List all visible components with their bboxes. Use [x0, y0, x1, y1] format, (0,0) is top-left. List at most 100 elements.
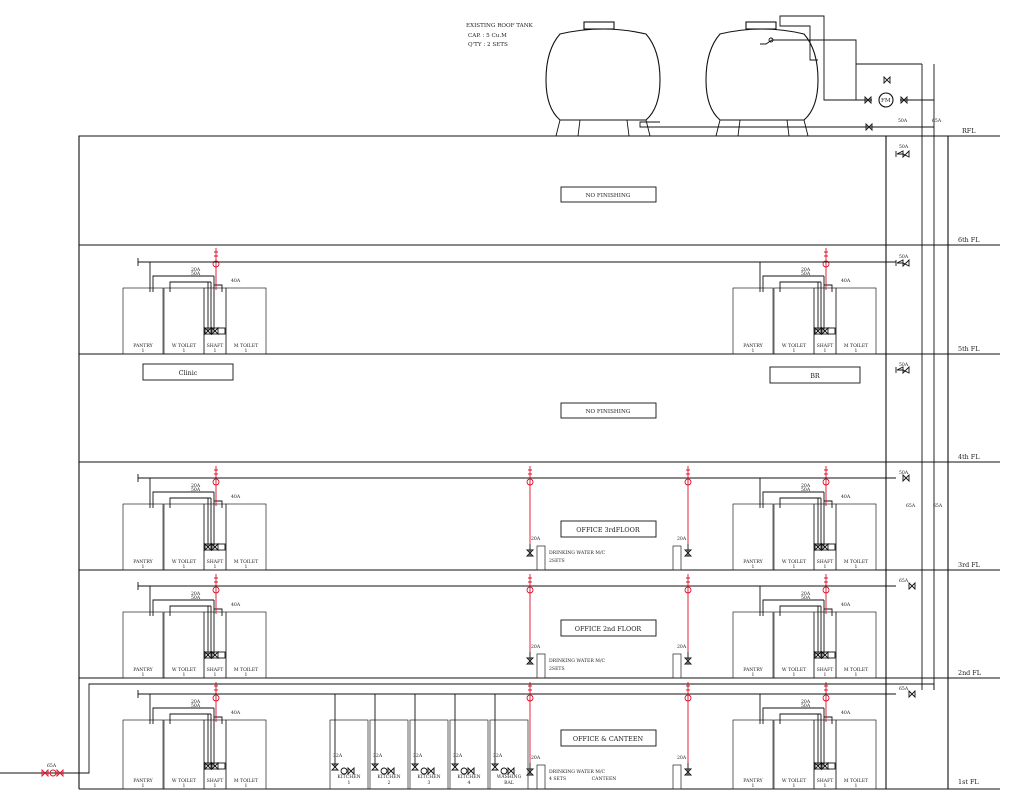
valve-icon — [507, 766, 515, 776]
room-label: W TOILET — [172, 667, 197, 673]
room-number: 1 — [793, 783, 796, 789]
roof-tank-left — [545, 21, 661, 137]
valve-icon — [204, 542, 219, 552]
room-label: PANTRY — [133, 778, 153, 784]
valve-icon — [865, 122, 873, 132]
room — [732, 503, 774, 571]
room-label: W TOILET — [782, 343, 807, 349]
drinking-machine — [672, 653, 682, 679]
building-outline — [78, 135, 1000, 790]
room-label: PANTRY — [743, 343, 763, 349]
room — [835, 611, 877, 679]
meter-icon — [212, 694, 220, 702]
drinking-sets: 2SETS — [549, 558, 565, 564]
valve-icon — [883, 75, 891, 85]
pipe-size: 20A — [191, 591, 201, 597]
room-label: M TOILET — [234, 778, 259, 784]
kitchen-room — [409, 719, 449, 790]
room-number: 1 — [245, 564, 248, 570]
pipe-size: 20A — [801, 483, 811, 489]
room-label: PANTRY — [133, 343, 153, 349]
kitchen-label: KITCHEN — [337, 774, 360, 780]
pipe-size: 50A — [191, 487, 201, 493]
floor-box-2: OFFICE 2nd FLOOR — [560, 619, 657, 637]
svg-text:Clinic: Clinic — [179, 369, 198, 377]
branch-pipe — [214, 284, 223, 292]
drinking-machine — [672, 545, 682, 571]
valve-icon — [204, 326, 219, 336]
meter-icon — [212, 478, 220, 486]
valve-icon — [490, 763, 500, 771]
room-number: 1 — [824, 564, 827, 570]
floor-box-3: OFFICE 3rdFLOOR — [560, 520, 657, 538]
valve-cluster — [204, 762, 226, 770]
valve-icon — [347, 766, 355, 776]
room-label: SHAFT — [817, 559, 835, 565]
room-label: SHAFT — [207, 667, 225, 673]
room-label: W TOILET — [172, 778, 197, 784]
main-supply: 65A — [0, 683, 935, 778]
room-number: 1 — [183, 672, 186, 678]
valve-cluster — [814, 651, 836, 659]
room-label: SHAFT — [817, 667, 835, 673]
room-label: SHAFT — [207, 343, 225, 349]
room-label: SHAFT — [817, 778, 835, 784]
tank-quantity: Q'TY : 2 SETS — [468, 42, 508, 48]
valve-cluster — [204, 543, 226, 551]
room-number: 1 — [183, 783, 186, 789]
meter-icon — [684, 478, 692, 486]
kitchen-group: 32AKITCHEN132AKITCHEN232AKITCHEN332AKITC… — [329, 694, 529, 790]
drinking-machine — [536, 653, 546, 679]
room-number: 1 — [214, 783, 217, 789]
room-number: 1 — [752, 783, 755, 789]
kitchen-number: 4 — [468, 780, 471, 786]
kitchen-room — [329, 719, 369, 790]
valve-icon — [370, 763, 380, 771]
room-number: 1 — [793, 672, 796, 678]
branch-pipe — [762, 707, 824, 724]
pipe-size: 20A — [801, 267, 811, 273]
pipe-size: 32A — [453, 753, 463, 759]
drinking-label: DRINKING WATER M/C — [549, 550, 606, 556]
valve-icon — [528, 685, 532, 691]
floor-box-4: NO FINISHING — [560, 402, 657, 419]
valve-icon — [214, 469, 218, 475]
meter-icon — [340, 767, 348, 775]
valve-icon — [686, 685, 690, 691]
valve-icon — [824, 251, 828, 257]
branch-pipe — [169, 713, 211, 724]
valve-icon — [525, 657, 535, 665]
kitchen-room — [449, 719, 489, 790]
valve-icon — [214, 251, 218, 257]
drinking-machine — [536, 764, 546, 790]
kitchen-number: 1 — [348, 780, 351, 786]
valve-icon — [814, 326, 829, 336]
svg-text:65A: 65A — [932, 118, 942, 124]
room-number: 1 — [245, 672, 248, 678]
room — [225, 503, 267, 571]
svg-text:OFFICE 2nd FLOOR: OFFICE 2nd FLOOR — [575, 625, 642, 633]
room-number: 1 — [793, 564, 796, 570]
room-number: 1 — [793, 348, 796, 354]
room-label: SHAFT — [817, 343, 835, 349]
meter-icon — [684, 694, 692, 702]
room — [835, 287, 877, 355]
valve-icon — [814, 542, 829, 552]
svg-text:50A: 50A — [899, 254, 909, 260]
room-label: M TOILET — [844, 778, 869, 784]
branch-pipe — [152, 707, 214, 724]
pipe-size: 50A — [801, 271, 811, 277]
meter-icon — [822, 586, 830, 594]
branch-pipe — [169, 281, 211, 292]
pipe-size: 40A — [231, 278, 241, 284]
branch-pipe — [152, 491, 214, 508]
valve-cluster — [204, 651, 226, 659]
valve-icon — [410, 763, 420, 771]
drinking-label: DRINKING WATER M/C — [549, 658, 606, 664]
svg-text:BR: BR — [810, 372, 820, 380]
meter-icon — [212, 586, 220, 594]
room-label: M TOILET — [234, 667, 259, 673]
